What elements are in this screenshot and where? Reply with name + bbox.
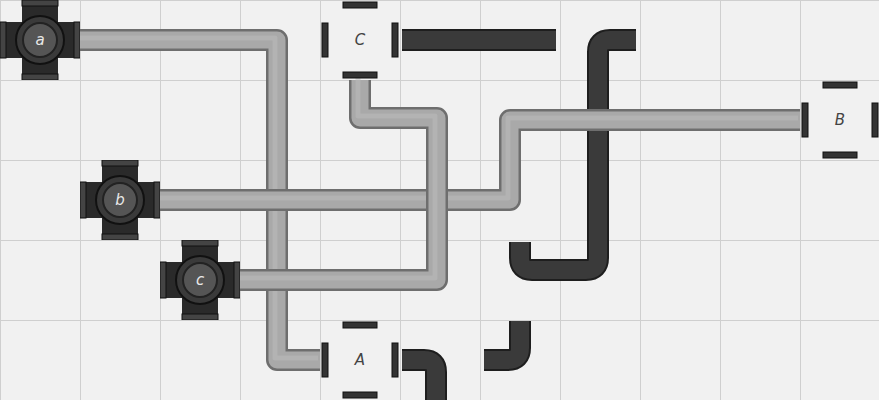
grid-cell	[1, 241, 81, 321]
grid-cell	[81, 81, 161, 161]
grid-cell	[721, 1, 801, 81]
grid-cell	[1, 161, 81, 241]
grid-cell	[161, 81, 241, 161]
grid-cell	[801, 321, 879, 400]
outlet-letter: A	[355, 351, 365, 369]
grid-cell	[801, 1, 879, 81]
grid-cell	[721, 241, 801, 321]
grid-cell	[641, 1, 721, 81]
grid-cell	[721, 321, 801, 400]
grid-cell	[561, 321, 641, 400]
grid-cell	[641, 321, 721, 400]
grid-cell	[81, 321, 161, 400]
grid-cell	[1, 321, 81, 400]
grid-cell	[1, 81, 81, 161]
pipe-connector	[158, 118, 800, 200]
grid-cell	[801, 161, 879, 241]
valve-letter: c	[196, 271, 204, 289]
source-valve: b	[80, 160, 160, 240]
grid-cell	[81, 161, 161, 241]
grid-cell	[481, 321, 561, 400]
grid-cell	[161, 241, 241, 321]
outlet-letter: B	[835, 111, 845, 129]
valve-letter: a	[35, 31, 44, 49]
grid-cell	[161, 321, 241, 400]
grid-cell	[321, 1, 401, 81]
source-valve: c	[160, 240, 240, 320]
valve-letter: b	[115, 191, 125, 209]
target-outlet: A	[320, 320, 400, 400]
grid-cell	[641, 161, 721, 241]
grid-cell	[801, 241, 879, 321]
grid-cell	[401, 321, 481, 400]
pipe-connector	[238, 78, 437, 280]
target-outlet: C	[320, 0, 400, 80]
outlet-letter: C	[355, 31, 365, 49]
grid-cell	[81, 241, 161, 321]
grid-cell	[721, 161, 801, 241]
grid-cell	[641, 241, 721, 321]
grid-cell	[321, 321, 401, 400]
source-valve: a	[0, 0, 80, 80]
grid-cell	[801, 81, 879, 161]
grid-cell	[1, 1, 81, 81]
target-outlet: B	[800, 80, 879, 160]
